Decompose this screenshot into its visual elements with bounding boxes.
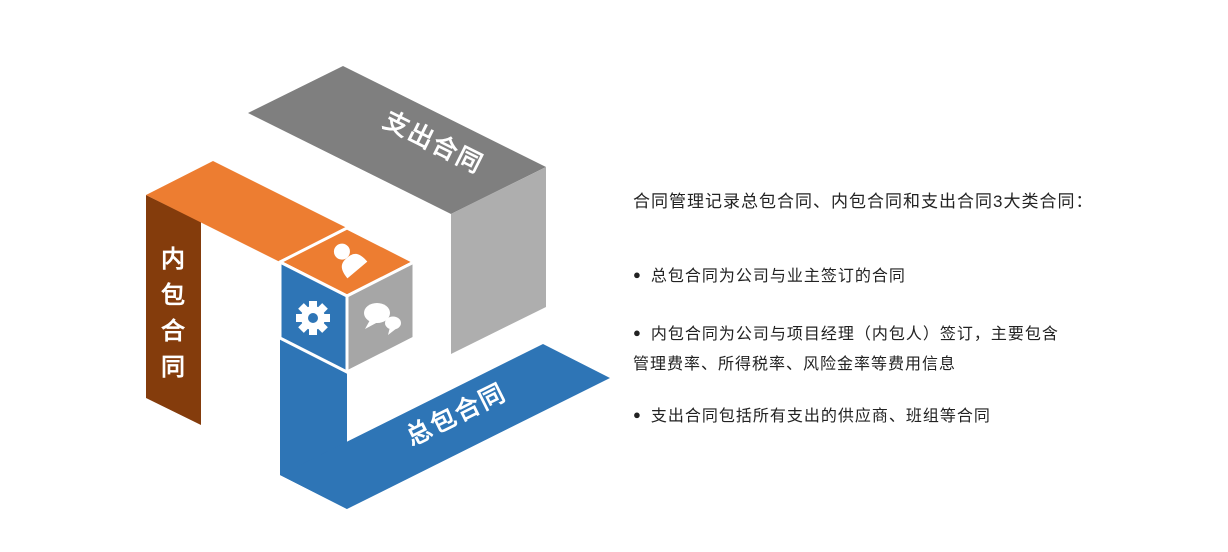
- expense-ribbon-side: [451, 167, 546, 354]
- svg-text:包: 包: [161, 281, 185, 309]
- svg-text:合: 合: [161, 317, 186, 345]
- gear-icon: [296, 301, 330, 335]
- general-ribbon-band: [280, 344, 610, 509]
- internal-ribbon-label: 内 包 合 同: [161, 246, 186, 381]
- svg-text:内: 内: [161, 246, 185, 273]
- internal-ribbon-side: [146, 195, 201, 425]
- internal-ribbon-band: [146, 161, 347, 262]
- bullet-text-line2: 管理费率、所得税率、风险金率等费用信息: [633, 356, 957, 373]
- bullet-marker: ●: [633, 407, 642, 422]
- bullet-item-expense: ● 支出合同包括所有支出的供应商、班组等合同: [633, 402, 1138, 432]
- expense-ribbon-band: [248, 66, 546, 214]
- bullet-text: 总包合同为公司与业主签订的合同: [650, 268, 906, 285]
- bullet-item-internal: ● 内包合同为公司与项目经理（内包人）签订，主要包含 管理费率、所得税率、风险金率…: [633, 320, 1138, 380]
- person-icon: [333, 243, 368, 279]
- svg-text:同: 同: [161, 354, 185, 381]
- bullet-item-general: ● 总包合同为公司与业主签订的合同: [633, 262, 1138, 292]
- bullet-text: 支出合同包括所有支出的供应商、班组等合同: [650, 408, 991, 425]
- bullet-marker: ●: [633, 267, 642, 282]
- description-panel: 合同管理记录总包合同、内包合同和支出合同3大类合同： ● 总包合同为公司与业主签订…: [633, 190, 1138, 432]
- bullet-marker: ●: [633, 325, 642, 340]
- panel-title: 合同管理记录总包合同、内包合同和支出合同3大类合同：: [633, 192, 1094, 211]
- contracts-diagram: 支出合同 内 包 合 同 总包合同: [146, 66, 610, 509]
- bullet-text: 内包合同为公司与项目经理（内包人）签订，主要包含: [650, 326, 1059, 343]
- chat-icon: [364, 303, 401, 335]
